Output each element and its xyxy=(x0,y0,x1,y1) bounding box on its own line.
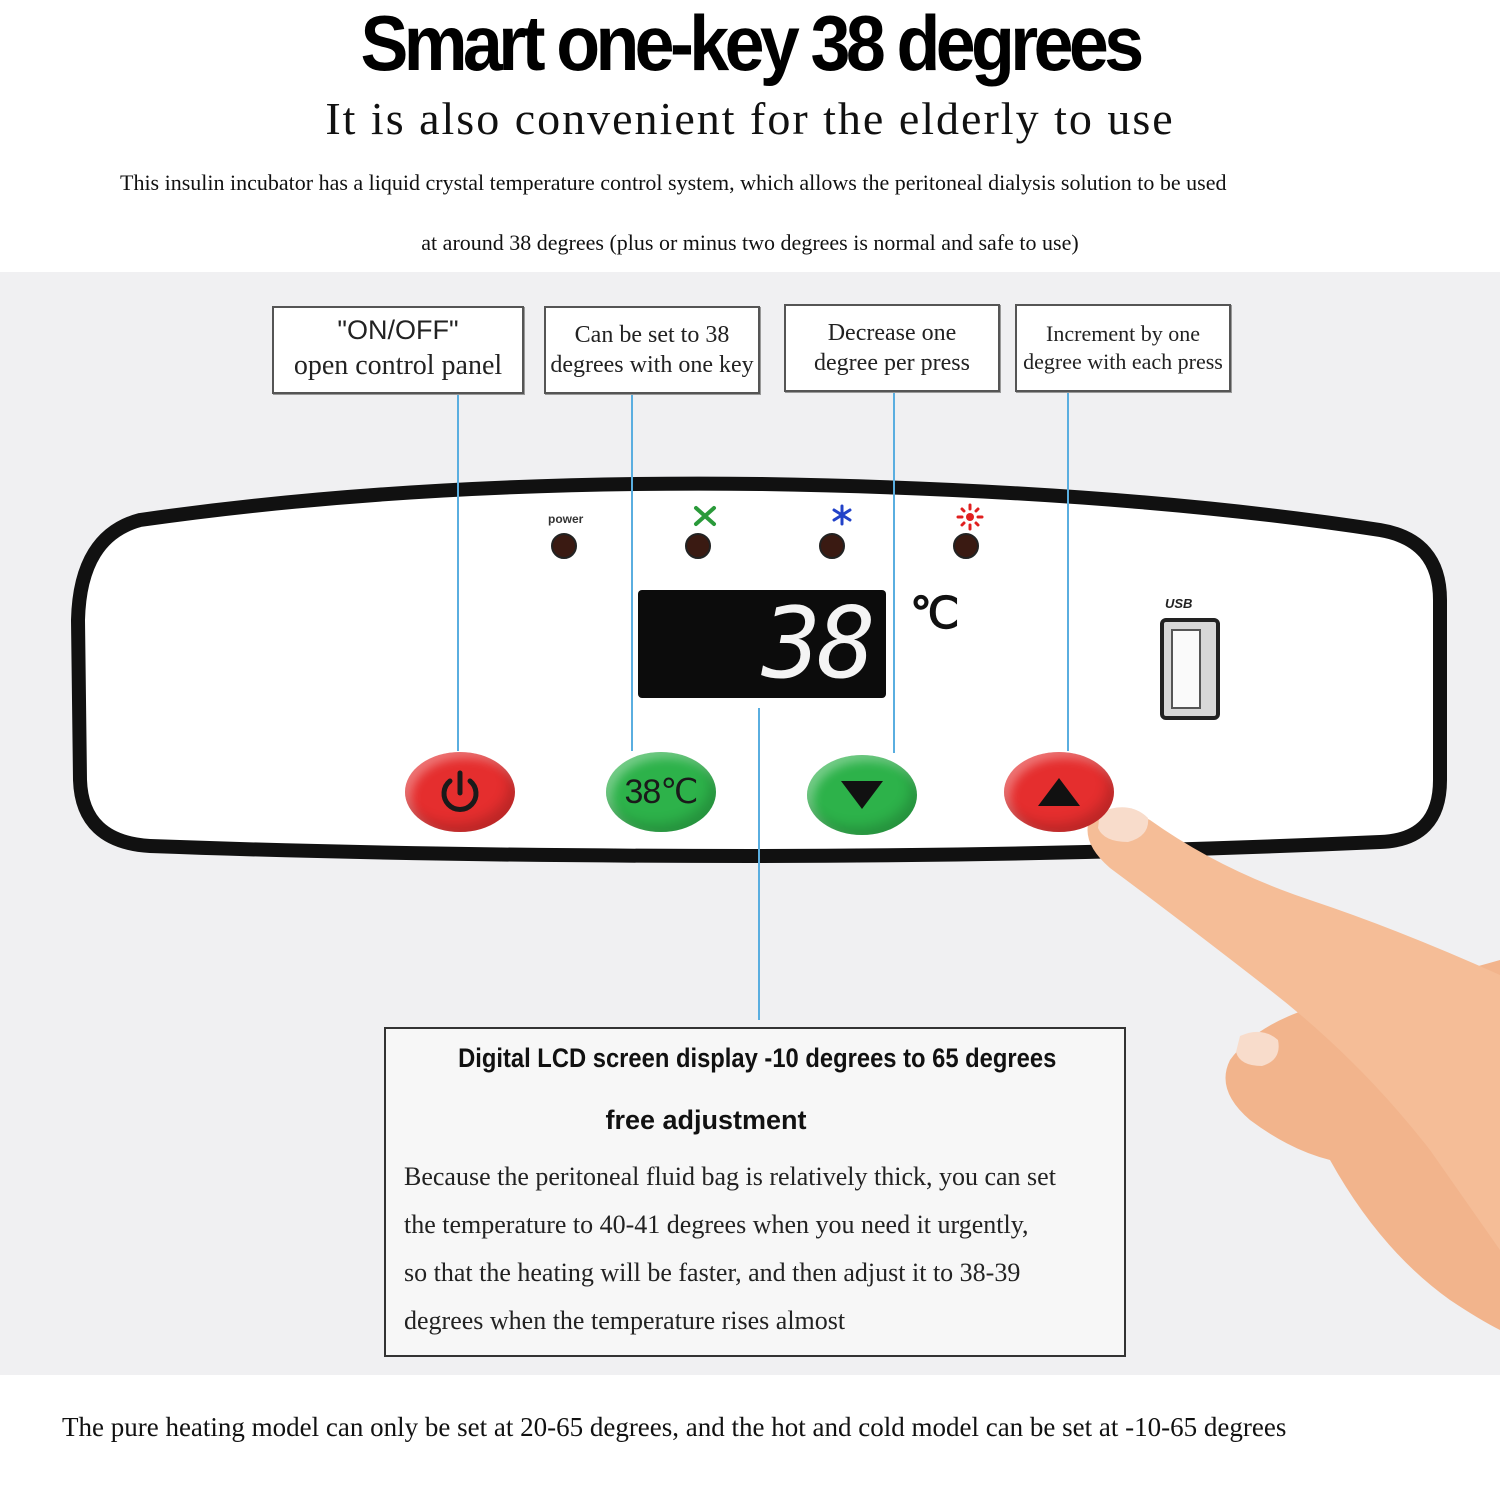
lcd-callout-title: Digital LCD screen display -10 degrees t… xyxy=(458,1043,1057,1073)
heat-icon xyxy=(956,503,984,531)
preset-38-button[interactable]: 38℃ xyxy=(606,752,716,832)
lcd-callout-body-line: so that the heating will be faster, and … xyxy=(404,1258,1021,1287)
callout-preset-line2: degrees with one key xyxy=(550,352,754,378)
subheadline: It is also convenient for the elderly to… xyxy=(325,93,1175,144)
power-led-label: power xyxy=(548,512,584,526)
fan-icon xyxy=(694,506,716,526)
connector-line-power xyxy=(457,395,459,751)
snowflake-icon xyxy=(832,504,852,526)
headline: Smart one-key 38 degrees xyxy=(360,0,1144,87)
celsius-unit: ℃ xyxy=(910,589,960,638)
callout-power: "ON/OFF" open control panel xyxy=(272,306,524,394)
intro-line-2: at around 38 degrees (plus or minus two … xyxy=(421,230,1079,255)
preset-38-label: 38℃ xyxy=(624,773,698,811)
power-icon xyxy=(441,770,479,812)
callout-increase: Increment by one degree with each press xyxy=(1015,304,1231,392)
lcd-callout-body-line: degrees when the temperature rises almos… xyxy=(404,1306,846,1335)
heat-led xyxy=(953,533,979,559)
connector-line-increase xyxy=(1067,393,1069,751)
usb-port-icon xyxy=(1160,618,1220,720)
increase-button[interactable] xyxy=(1004,752,1114,832)
usb-label: USB xyxy=(1165,596,1193,611)
callout-decrease-line2: degree per press xyxy=(814,350,970,376)
lcd-callout-body-line: Because the peritoneal fluid bag is rela… xyxy=(404,1162,1056,1191)
decrease-button[interactable] xyxy=(807,755,917,835)
callout-increase-line1: Increment by one xyxy=(1046,321,1200,346)
fan-led xyxy=(685,533,711,559)
callout-power-line1: "ON/OFF" xyxy=(337,315,459,345)
cool-led xyxy=(819,533,845,559)
lcd-callout: Digital LCD screen display -10 degrees t… xyxy=(384,1027,1126,1357)
footer-note: The pure heating model can only be set a… xyxy=(62,1412,1287,1442)
lcd-callout-body-line: the temperature to 40-41 degrees when yo… xyxy=(404,1210,1029,1239)
callout-power-line2: open control panel xyxy=(293,349,503,381)
lcd-callout-title-2: free adjustment xyxy=(605,1105,807,1135)
lcd-callout-body: Because the peritoneal fluid bag is rela… xyxy=(404,1153,1124,1345)
callout-decrease: Decrease one degree per press xyxy=(784,304,1000,392)
lcd-display: 38 xyxy=(638,590,886,698)
power-button[interactable] xyxy=(405,752,515,832)
triangle-down-icon xyxy=(841,781,883,809)
callout-decrease-line1: Decrease one xyxy=(827,320,957,346)
connector-line-decrease xyxy=(893,393,895,753)
callout-increase-line2: degree with each press xyxy=(1023,348,1223,374)
lcd-temperature-value: 38 xyxy=(761,587,876,701)
connector-line-preset xyxy=(631,395,633,751)
power-led xyxy=(551,533,577,559)
triangle-up-icon xyxy=(1038,778,1080,806)
callout-preset-line1: Can be set to 38 xyxy=(574,322,730,348)
callout-preset: Can be set to 38 degrees with one key xyxy=(544,306,760,394)
intro-line-1: This insulin incubator has a liquid crys… xyxy=(120,170,1227,195)
connector-line-lcd xyxy=(758,708,760,1020)
